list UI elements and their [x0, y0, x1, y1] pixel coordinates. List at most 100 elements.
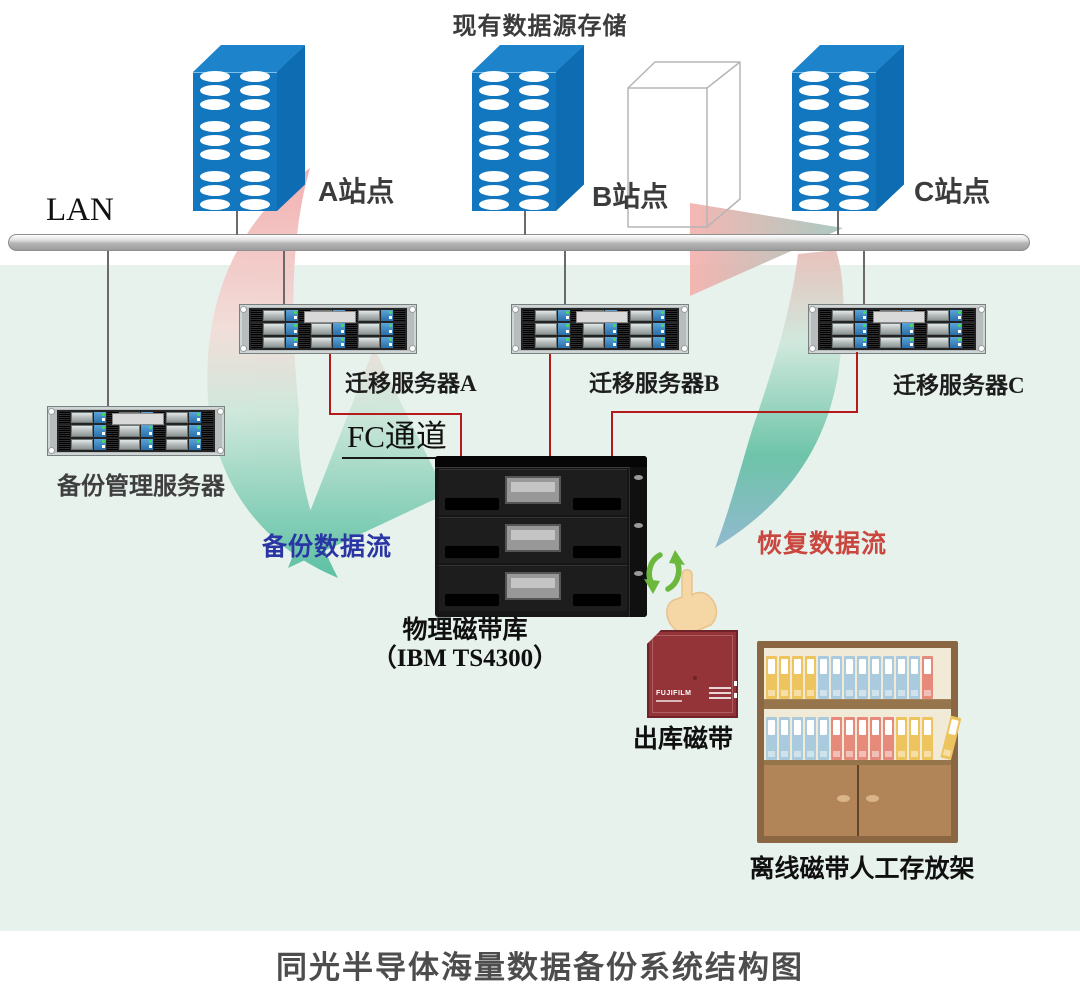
- disk-stack: [200, 170, 230, 213]
- drive-tray: [71, 412, 93, 424]
- disk-stack: [200, 70, 230, 113]
- rack-lcd-panel: [304, 311, 356, 323]
- outbound-tape-label: 出库磁带: [633, 726, 734, 753]
- lan-label: LAN: [46, 192, 114, 228]
- backup-mgmt-server-rack: [47, 406, 225, 456]
- binder-row: [764, 648, 951, 699]
- tape-slot: [445, 546, 499, 558]
- tape-binder: [844, 717, 855, 760]
- drive-tray: [166, 438, 189, 450]
- drive-caddy: [854, 323, 867, 335]
- physical-tape-library: [435, 456, 647, 617]
- tape-slot: [445, 498, 499, 510]
- tape-binder: [831, 656, 842, 699]
- cartridge-fine-print: [656, 700, 682, 702]
- cartridge-notch: [734, 681, 737, 686]
- offline-shelf-label: 离线磁带人工存放架: [749, 856, 975, 883]
- tape-slot: [573, 498, 621, 510]
- drive-tray: [927, 323, 950, 335]
- restore-flow-label: 恢复数据流: [757, 530, 888, 558]
- drive-caddy: [557, 336, 570, 348]
- shelf-inner: [764, 648, 962, 836]
- library-lcd: [505, 572, 561, 600]
- tape-binder: [922, 717, 933, 760]
- library-drive-row: [439, 517, 627, 563]
- tape-binder: [818, 656, 829, 699]
- drive-tray: [118, 425, 141, 437]
- drive-tray: [118, 438, 141, 450]
- rack-lcd-panel: [873, 311, 925, 323]
- drive-tray: [263, 323, 285, 335]
- library-top-bezel: [435, 456, 647, 468]
- fc-line-c-run: [611, 411, 858, 413]
- drive-caddy: [854, 310, 867, 322]
- drive-caddy: [141, 425, 154, 437]
- existing-data-source-title: 现有数据源存储: [452, 13, 628, 40]
- tape-binder: [766, 717, 777, 760]
- disk-stack: [240, 170, 270, 213]
- tape-slot: [573, 594, 621, 606]
- drive-tray: [879, 336, 902, 348]
- lan-link-line-site-b: [524, 209, 526, 235]
- drive-caddy: [902, 323, 915, 335]
- cartridge-side-label: [709, 684, 731, 708]
- cartridge-notch: [734, 693, 737, 698]
- drive-tray: [927, 336, 950, 348]
- drive-tray: [535, 310, 557, 322]
- drive-tray: [358, 323, 381, 335]
- tape-binder: [792, 656, 803, 699]
- migration-server-c-rack: [808, 304, 986, 354]
- drive-tray: [927, 310, 950, 322]
- tape-binder: [766, 656, 777, 699]
- disk-stack: [799, 70, 829, 113]
- site-c-storage-tower: [792, 45, 906, 213]
- tape-cartridge: FUJIFILM: [647, 630, 738, 718]
- disk-stack: [479, 70, 509, 113]
- tape-library-model: （IBM TS4300）: [371, 645, 559, 672]
- lan-link-line-server-b: [564, 251, 566, 306]
- library-drive-row: [439, 469, 627, 515]
- drive-caddy: [902, 336, 915, 348]
- drive-tray: [358, 336, 381, 348]
- drive-caddy: [285, 310, 298, 322]
- diagram-title: 同光半导体海量数据备份系统结构图: [276, 950, 804, 985]
- lan-link-line-backup-mgmt: [107, 251, 109, 408]
- drive-tray: [310, 323, 333, 335]
- drive-caddy: [141, 438, 154, 450]
- lan-link-line-server-a: [283, 251, 285, 306]
- drive-caddy: [333, 336, 346, 348]
- shelf-row-2: [764, 709, 962, 760]
- drive-caddy: [381, 323, 394, 335]
- tape-binder: [909, 717, 920, 760]
- drive-tray: [263, 336, 285, 348]
- tape-binder: [870, 717, 881, 760]
- drive-tray: [832, 336, 854, 348]
- shelf-board: [764, 699, 951, 709]
- disk-stack: [240, 70, 270, 113]
- drive-caddy: [285, 336, 298, 348]
- rack-lcd-panel: [576, 311, 628, 323]
- drive-caddy: [381, 310, 394, 322]
- site-b-storage-tower: [472, 45, 586, 213]
- drive-caddy: [950, 323, 963, 335]
- rack-lcd-panel: [112, 413, 164, 425]
- tape-binder: [792, 717, 803, 760]
- disk-array: [792, 70, 876, 213]
- tape-slot: [573, 546, 621, 558]
- drive-caddy: [333, 323, 346, 335]
- tape-binder: [909, 656, 920, 699]
- library-lcd: [505, 524, 561, 552]
- tower-side-face: [277, 45, 305, 211]
- disk-stack: [479, 120, 509, 163]
- drive-caddy: [854, 336, 867, 348]
- drive-caddy: [950, 336, 963, 348]
- drive-caddy: [557, 323, 570, 335]
- fc-channel-label: FC通道: [342, 411, 452, 459]
- tape-binder: [883, 656, 894, 699]
- drive-caddy: [653, 336, 666, 348]
- disk-stack: [799, 170, 829, 213]
- tape-binder: [779, 717, 790, 760]
- fc-line-a-into-library: [460, 413, 462, 458]
- drive-caddy: [93, 438, 106, 450]
- disk-stack: [519, 120, 549, 163]
